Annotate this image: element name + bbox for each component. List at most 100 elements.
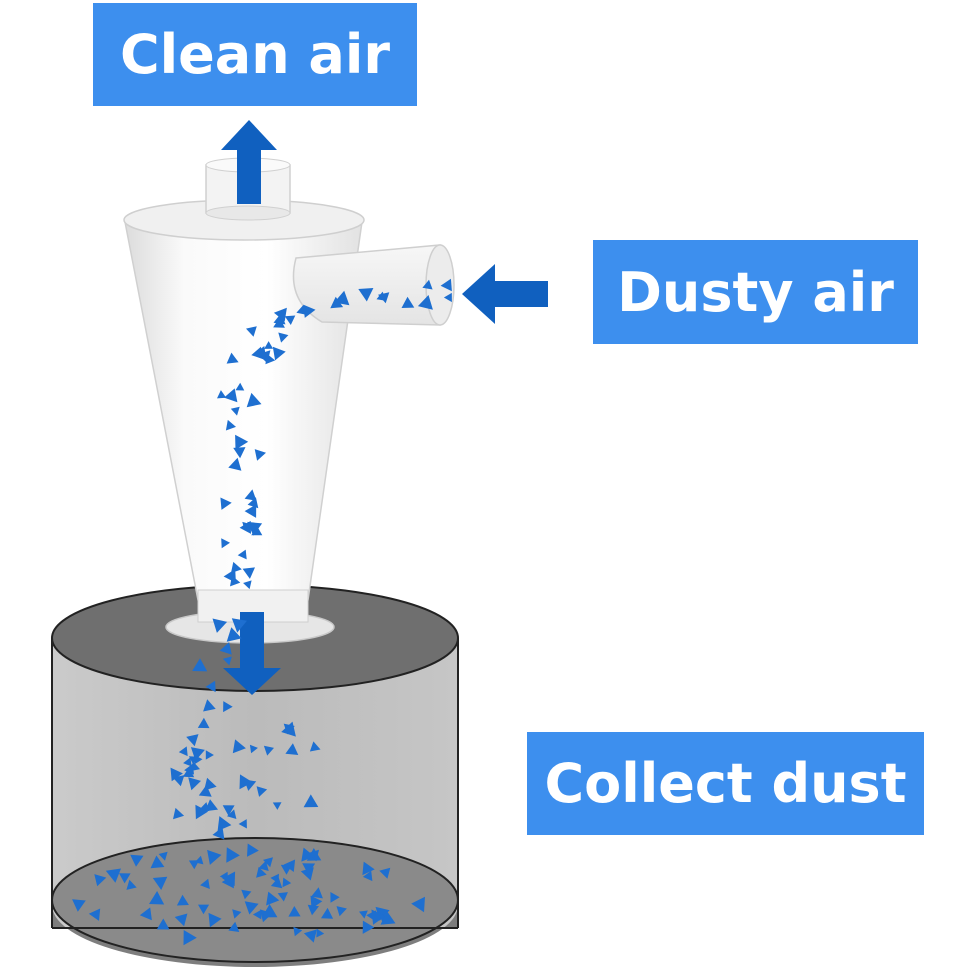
dust-particle: [205, 680, 216, 693]
dust-particle: [272, 802, 282, 810]
dust-particle: [270, 877, 283, 889]
dust-particle: [310, 895, 323, 909]
dust-particle: [158, 851, 168, 861]
dust-particle: [411, 896, 425, 913]
dust-particle: [235, 382, 245, 391]
dust-particle: [194, 754, 203, 765]
dust-particle: [330, 296, 344, 309]
dusty-air-label: Dusty air: [593, 240, 918, 344]
dust-particle: [173, 807, 185, 820]
dust-particle: [212, 618, 228, 633]
dust-particle: [152, 876, 168, 890]
dust-particle: [252, 909, 262, 920]
dust-particle: [200, 878, 210, 889]
collect-dust-label: Collect dust: [527, 732, 924, 835]
dust-particle: [303, 929, 317, 943]
dust-particle: [256, 867, 267, 878]
dust-particle: [225, 419, 236, 431]
dust-particle: [336, 906, 347, 917]
dust-particle: [422, 279, 433, 290]
dust-particle: [156, 918, 170, 930]
dust-particle: [242, 567, 255, 579]
dust-particle: [204, 777, 217, 791]
dust-particle: [231, 618, 247, 633]
dust-particle: [174, 913, 188, 927]
dust-particle: [440, 278, 452, 292]
cyclone-outlet-rim: [205, 205, 291, 221]
dust-particle: [205, 750, 214, 760]
dust-particle: [183, 930, 197, 946]
dust-particle: [277, 892, 288, 902]
left-arrow-icon: [462, 264, 548, 324]
dust-particle: [247, 843, 259, 857]
dust-particle: [150, 855, 165, 869]
down-arrow-icon: [223, 612, 281, 695]
dust-particle: [362, 861, 375, 876]
dust-particle: [301, 847, 315, 862]
dust-particle: [311, 887, 323, 899]
dust-particle: [443, 292, 452, 303]
dust-particle: [72, 899, 86, 912]
dust-particle: [244, 489, 257, 501]
dust-particle: [309, 741, 321, 752]
dust-particle: [226, 352, 239, 364]
dust-particle: [321, 907, 334, 919]
dust-particle: [358, 288, 374, 302]
dust-particle: [198, 904, 210, 915]
dust-particle: [266, 891, 280, 906]
dust-particle: [195, 804, 209, 820]
dust-particle: [188, 860, 200, 870]
dust-particle: [223, 701, 233, 713]
dust-particle: [293, 926, 303, 937]
dust-particle: [379, 867, 391, 879]
dust-particle: [119, 873, 131, 884]
dust-particle: [244, 504, 257, 518]
dust-particle: [307, 904, 319, 916]
dust-particle: [241, 889, 252, 900]
dust-particle: [417, 295, 433, 310]
dust-particle: [376, 291, 387, 301]
dust-particle: [130, 854, 144, 867]
clean-air-label: Clean air: [93, 3, 417, 106]
dust-particle: [220, 497, 232, 510]
dust-particle: [262, 904, 278, 918]
dust-particle: [212, 827, 225, 840]
dust-particle: [237, 549, 247, 560]
dust-particle: [238, 819, 247, 829]
dust-particle: [254, 449, 266, 461]
dust-particle: [94, 874, 107, 887]
dust-particle: [192, 658, 208, 672]
dust-particle: [230, 406, 240, 416]
dust-bin-floor: [51, 837, 459, 963]
dust-particle: [223, 569, 236, 583]
dust-particle: [207, 849, 222, 865]
dust-particle: [222, 656, 232, 666]
dust-particle: [252, 346, 267, 361]
dust-particle: [176, 894, 189, 906]
dust-particle: [217, 816, 232, 831]
dust-particle: [203, 699, 216, 712]
dust-particle: [126, 879, 137, 890]
dust-particles: [72, 278, 452, 946]
dust-particle: [228, 921, 240, 932]
dust-particle: [221, 538, 230, 549]
dust-particle: [246, 392, 262, 408]
dust-particle: [246, 326, 257, 337]
dust-particle: [149, 891, 165, 905]
dust-particle: [272, 346, 286, 361]
dust-particle: [182, 767, 195, 778]
dust-particle: [188, 777, 201, 791]
dust-particle: [285, 743, 299, 755]
dust-particle: [235, 434, 249, 450]
dust-particle: [359, 910, 368, 919]
dust-particle: [284, 315, 296, 325]
dust-particle: [401, 296, 415, 308]
dust-particle: [227, 809, 237, 819]
dust-particle: [226, 847, 240, 863]
dust-particle: [222, 805, 235, 816]
up-arrow-icon: [221, 120, 277, 204]
dust-particle: [263, 857, 273, 868]
dust-particle: [362, 870, 373, 882]
dust-particle: [281, 721, 296, 737]
